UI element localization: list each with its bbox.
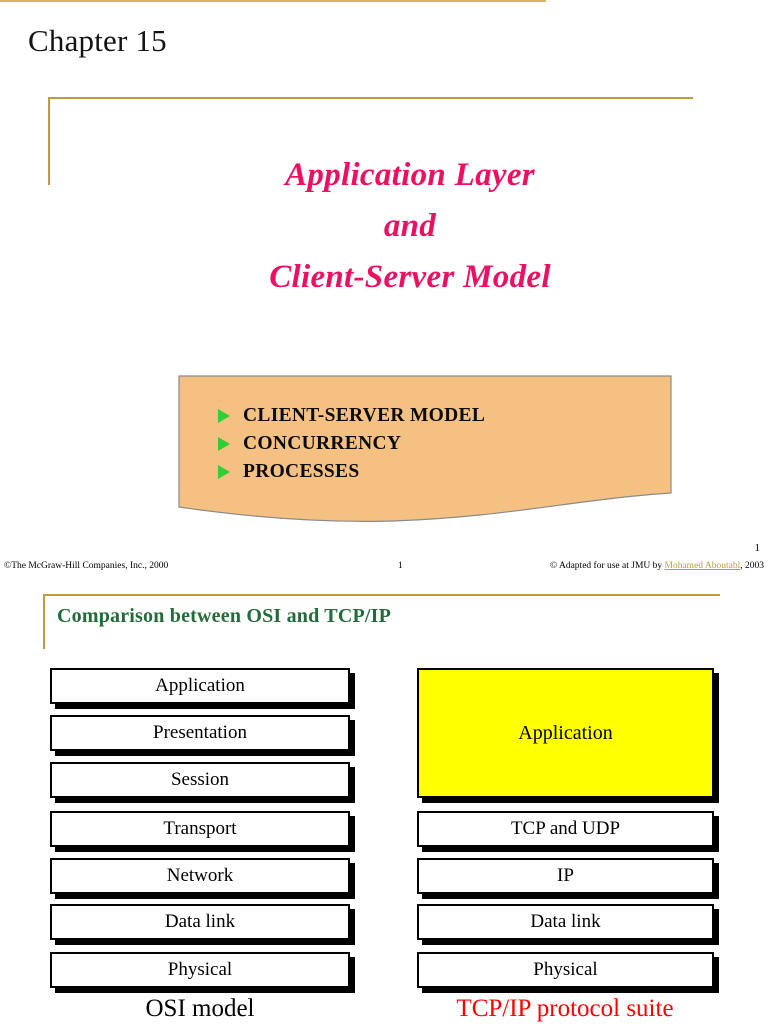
adaptation-credit: © Adapted for use at JMU by Mohamed Abou… [550,560,764,573]
list-item: PROCESSES [218,458,485,486]
osi-layer-physical: Physical [50,952,350,988]
footer-page-number: 1 [398,561,403,571]
decorative-left-rule [48,97,50,185]
osi-layer-data-link: Data link [50,904,350,940]
title-line-1: Application Layer [285,157,535,193]
tcpip-layer-transport: TCP and UDP [417,811,714,847]
chapter-label: Chapter 15 [28,23,167,58]
decorative-title-underline [0,0,546,2]
osi-layer-presentation: Presentation [50,715,350,751]
title-slide: Chapter 15 Application Layer and Client-… [0,0,768,576]
arrow-bullet-icon [218,409,230,423]
adaptation-credit-prefix: © Adapted for use at JMU by [549,561,665,571]
osi-layer-transport: Transport [50,811,350,847]
list-item-label: PROCESSES [243,461,360,482]
list-item-label: CLIENT-SERVER MODEL [243,405,486,426]
list-item-label: CONCURRENCY [243,433,402,454]
adaptation-credit-suffix: , 2003 [740,561,764,571]
arrow-bullet-icon [218,465,230,479]
page-title: Comparison between OSI and TCP/IP [57,605,392,627]
topics-panel: CLIENT-SERVER MODEL CONCURRENCY PROCESSE… [178,375,672,523]
osi-layer-session: Session [50,762,350,798]
topics-list: CLIENT-SERVER MODEL CONCURRENCY PROCESSE… [218,402,485,486]
list-item: CLIENT-SERVER MODEL [218,402,485,430]
title-line-3: Client-Server Model [269,259,551,295]
osi-layer-application: Application [50,668,350,704]
wave-panel-shape [178,375,672,522]
slide-footer: ©The McGraw-Hill Companies, Inc., 2000 1… [0,560,768,576]
tcpip-stack-caption: TCP/IP protocol suite [456,995,674,1022]
decorative-left-rule [43,594,45,649]
decorative-top-rule [43,594,720,596]
list-item: CONCURRENCY [218,430,485,458]
slide-number: 1 [754,542,761,554]
comparison-slide: Comparison between OSI and TCP/IP Applic… [0,582,768,1024]
copyright-notice: ©The McGraw-Hill Companies, Inc., 2000 [4,561,169,571]
tcpip-layer-application: Application [417,668,714,798]
title-line-2: and [383,208,437,244]
author-link[interactable]: Mohamed Aboutabl [664,561,741,571]
tcpip-layer-ip: IP [417,858,714,894]
tcpip-layer-physical: Physical [417,952,714,988]
osi-layer-network: Network [50,858,350,894]
decorative-top-rule [48,97,693,99]
osi-stack-caption: OSI model [145,995,255,1022]
tcpip-layer-data-link: Data link [417,904,714,940]
page-title: Application Layer and Client-Server Mode… [130,150,690,303]
arrow-bullet-icon [218,437,230,451]
